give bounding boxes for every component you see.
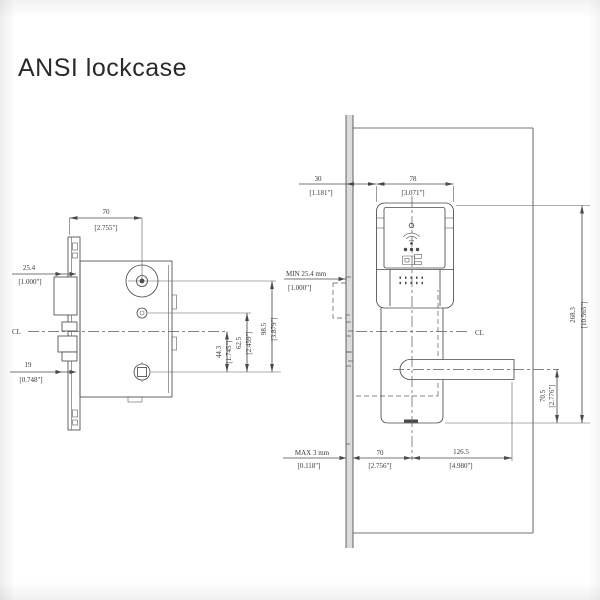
faceplate [67, 236, 81, 431]
dim-bolt: 19 [0.748"] [10, 361, 76, 384]
dim-hub-to-cylinder: 98.5 [3.879"] [260, 281, 278, 372]
key-card-icon [402, 254, 422, 265]
note-min-thickness: MIN 25.4 mm [1.000"] [284, 270, 353, 319]
dim-label: [3.071"] [401, 189, 424, 197]
dim-label: 25.4 [23, 264, 36, 272]
escutcheon [376, 202, 454, 424]
dim-label: 19 [25, 361, 33, 369]
wifi-icon [403, 232, 420, 245]
dim-label: 30 [315, 175, 323, 183]
door-edge [345, 115, 354, 548]
dim-label: 78 [410, 175, 418, 183]
centerline-label: CL [12, 328, 21, 336]
dim-label: [2.776"] [548, 384, 556, 407]
dim-label: [10.565"] [580, 302, 588, 329]
extension-lines-left [148, 280, 281, 373]
dim-label: [0.118"] [297, 462, 320, 470]
centerline-label: CL [475, 329, 484, 337]
dim-edge-offset: 30 [1.181"] [299, 175, 376, 197]
dim-bottom-chain: MAX 3 mm [0.118"] 70 [2.756"] 126.5 [4.9… [283, 382, 513, 470]
keypad-dots-icon [399, 276, 423, 285]
spindle-hub [133, 362, 151, 382]
dim-label: 70 [377, 449, 385, 457]
dim-label: 62.5 [235, 336, 243, 349]
case-body [79, 260, 177, 403]
dim-label: 70 [103, 208, 111, 216]
dim-label: [2.756"] [368, 462, 391, 470]
dim-escutcheon-width: 78 [3.071"] [376, 175, 454, 202]
latch-bolt [53, 276, 78, 362]
lockcase-side-view: 70 [2.755"] 25.4 [1.000"] 19 [0.748"] CL [10, 208, 281, 431]
dim-label: MAX 3 mm [295, 449, 330, 457]
dim-hub-to-aux: 62.5 [2.459"] [235, 313, 253, 372]
hidden-lockcase-outline [356, 290, 439, 397]
dim-label: [1.000"] [18, 278, 41, 286]
dim-escutcheon-height: 268.3 [10.565"] [445, 205, 590, 424]
dim-label: [3.879"] [270, 317, 278, 340]
dim-latch: 25.4 [1.000"] [12, 264, 76, 286]
page-title: ANSI lockcase [18, 54, 188, 82]
dim-label: [2.755"] [94, 224, 117, 232]
dim-label: 268.3 [569, 307, 577, 323]
keypad [376, 269, 454, 306]
dim-left-backset: 70 [2.755"] [69, 208, 143, 279]
dim-label: [0.748"] [19, 376, 42, 384]
door-panel [353, 127, 534, 534]
dim-label: [1.745"] [225, 340, 233, 363]
note-label: [1.000"] [288, 284, 311, 292]
escutcheon-bottom-notch [404, 419, 418, 423]
door-front-view: 30 [1.181"] 78 [3.071"] [283, 115, 590, 548]
dim-label: [2.459"] [245, 331, 253, 354]
dim-label: 70.5 [539, 389, 547, 402]
led-indicator-icon [408, 222, 415, 229]
aux-hub [136, 307, 148, 319]
dim-label: 98.5 [260, 322, 268, 335]
note-label: MIN 25.4 mm [286, 270, 327, 278]
dim-label: [4.980"] [449, 462, 472, 470]
indicator-dots-icon [403, 247, 420, 252]
dim-cl-to-bottom: 70.5 [2.776"] [539, 369, 559, 423]
dim-label: 44.3 [215, 345, 223, 358]
dim-label: [1.181"] [309, 189, 332, 197]
dim-hub-to-cl: 44.3 [1.745"] [215, 331, 233, 372]
dim-label: 126.5 [453, 448, 469, 456]
